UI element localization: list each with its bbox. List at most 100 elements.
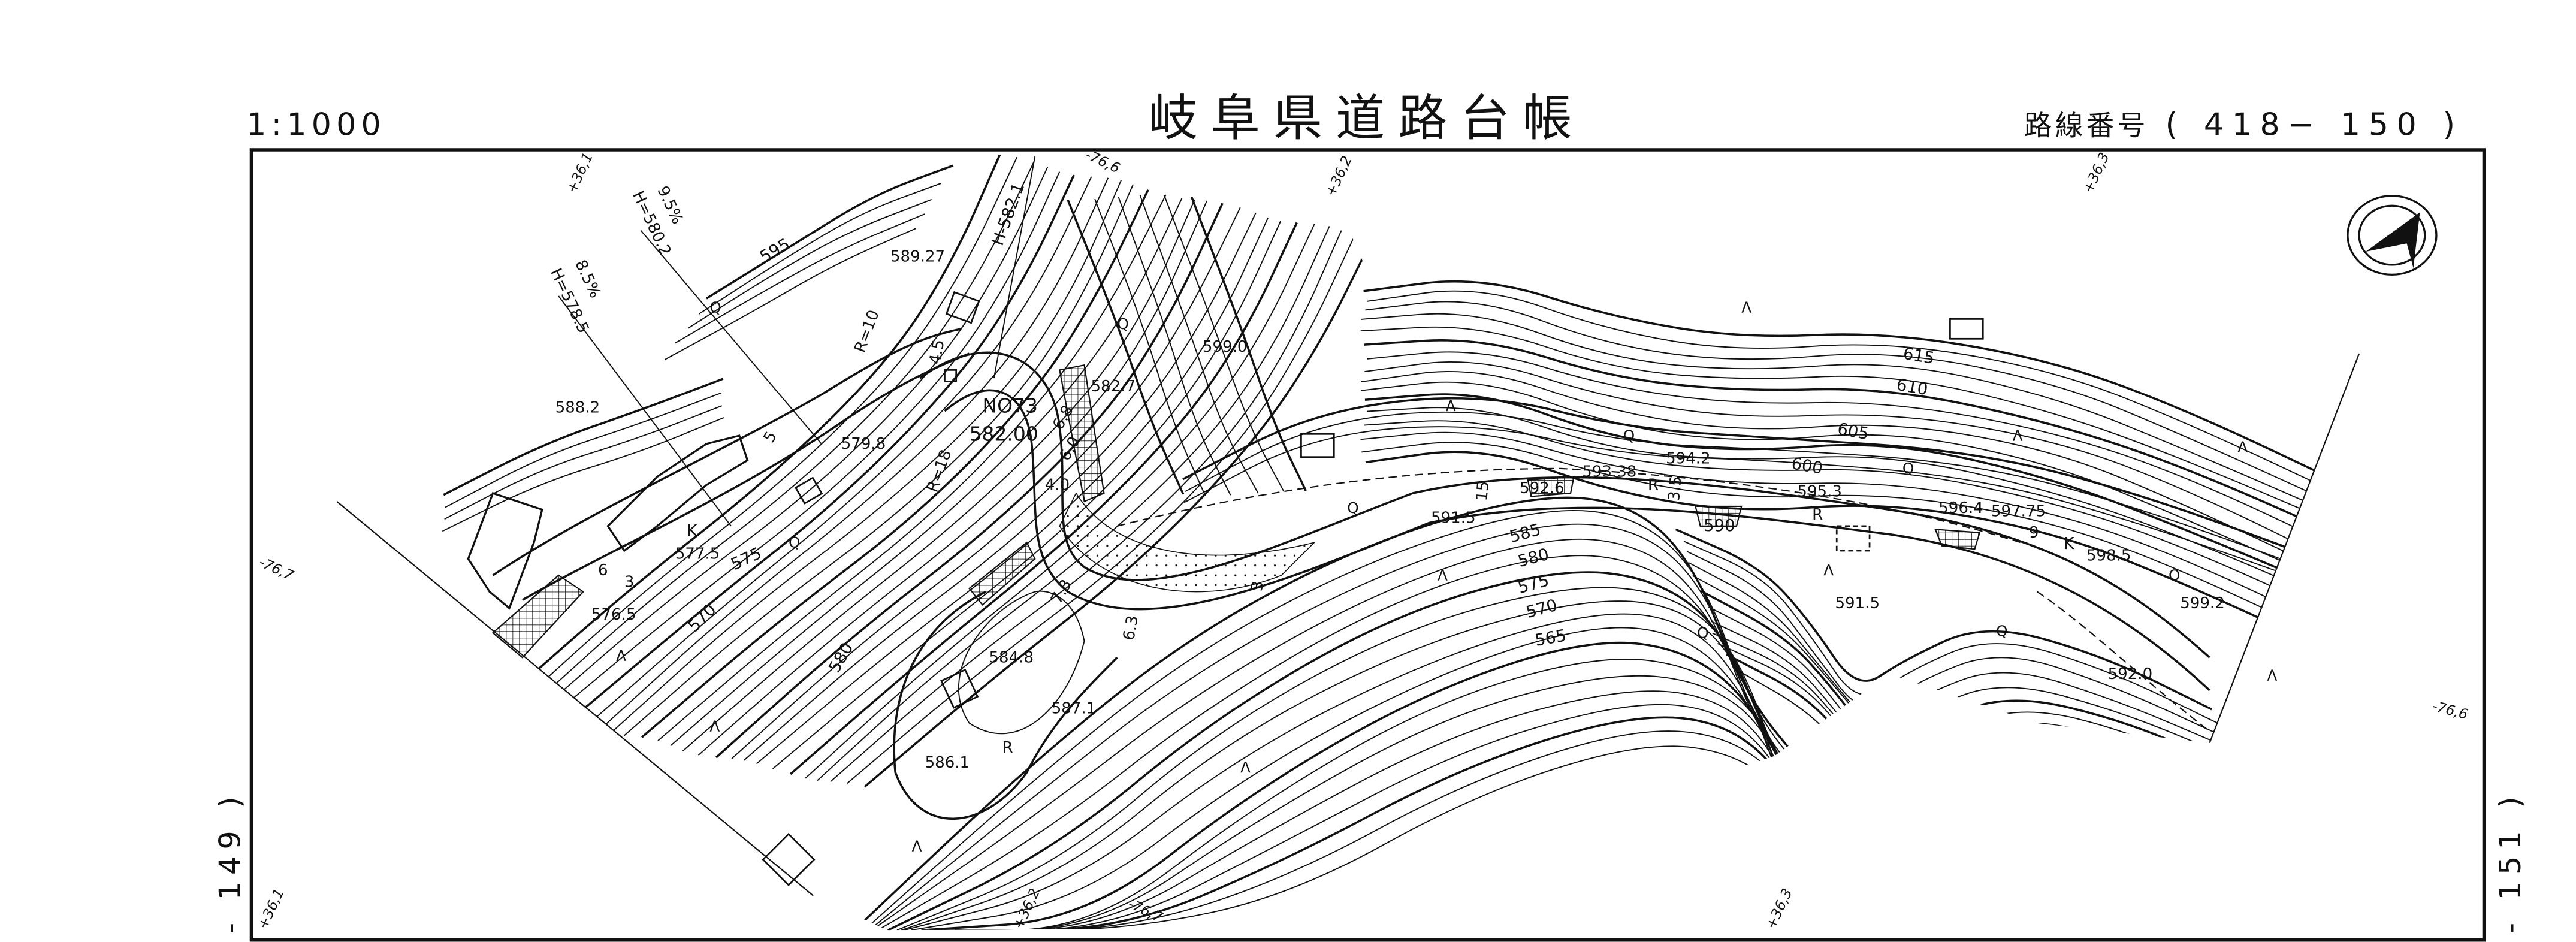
loop-island — [958, 590, 1085, 735]
svg-text:R=18: R=18 — [923, 448, 955, 495]
contour-line — [444, 405, 722, 520]
spot-elevation: 592.6 — [1520, 479, 1565, 497]
contour-line — [1364, 361, 2360, 577]
contour-line — [687, 198, 932, 329]
spot-elevation: 592.0 — [2108, 665, 2153, 683]
svg-text:-76,6: -76,6 — [2430, 698, 2469, 723]
spot-elevation: 594.2 — [1666, 450, 1711, 468]
contour-line — [743, 212, 1257, 761]
retaining-wall — [1059, 364, 1105, 503]
contour-line — [1364, 339, 2360, 550]
spot-elevation: 589.27 — [890, 247, 945, 265]
contour-line — [670, 198, 1183, 747]
building-complex — [606, 434, 749, 552]
building-dashed — [1835, 525, 1871, 552]
contour-line — [657, 194, 1167, 741]
wasteland-symbol-icon: Λ — [616, 647, 626, 665]
wasteland-symbol-icon: Λ — [1438, 566, 1448, 584]
contour-line — [1182, 397, 2360, 579]
contour-line — [492, 154, 1001, 710]
contour-line — [566, 174, 1075, 724]
svg-text:R=10: R=10 — [851, 307, 883, 355]
contour-line — [901, 600, 1851, 931]
contour-line — [868, 523, 1818, 931]
station-elevation: 582.00 — [970, 422, 1038, 445]
road-type-label: K — [2064, 535, 2075, 553]
grade-annotation: R=18 — [923, 448, 955, 495]
road-width: 4.5 — [926, 338, 949, 366]
road-width: 15 — [1473, 481, 1493, 502]
grid-tick: +36,2 — [1010, 886, 1043, 932]
contour-line — [929, 659, 1879, 931]
contour-line — [682, 199, 1195, 752]
contour-label: 575 — [728, 544, 765, 574]
svg-text:-76,7: -76,7 — [256, 554, 296, 584]
spot-elevation: 599.0 — [1203, 338, 1248, 356]
road-switchback — [944, 389, 2210, 692]
right-boundary-line — [2209, 353, 2360, 744]
road-dashed-edge — [2037, 591, 2210, 732]
grade-annotation: R=10 — [851, 307, 883, 355]
contour-line — [955, 716, 1908, 931]
road-surface-label: R — [1002, 739, 1013, 757]
grid-tick: +36,1 — [255, 886, 288, 932]
contour-line — [1361, 442, 2360, 657]
road-edge — [492, 328, 962, 576]
retaining-wall — [968, 541, 1036, 606]
contour-line — [584, 176, 1092, 729]
broadleaf-symbol-icon: Q — [709, 298, 721, 316]
road-width: 9 — [2029, 524, 2039, 542]
contour-line — [1360, 326, 2360, 537]
contour-line — [509, 156, 1018, 712]
retaining-wall — [1934, 529, 1981, 550]
contour-line — [863, 509, 1815, 931]
spot-elevation: 587.1 — [1052, 699, 1097, 717]
spot-elevation: 579.8 — [841, 435, 886, 453]
wasteland-symbol-icon: Λ — [2267, 667, 2278, 684]
contour-line — [1360, 370, 2360, 589]
building — [945, 291, 980, 324]
road-edge — [521, 352, 970, 601]
contour-line — [1365, 451, 2360, 670]
contour-line — [1712, 632, 2246, 816]
spot-elevation: 596.4 — [1938, 499, 1983, 517]
contour-line — [1183, 426, 2360, 603]
contour-label: 600 — [1790, 454, 1824, 478]
contour-line — [1363, 280, 2360, 497]
route-number-value: ( 418− 150 ) — [2166, 107, 2463, 143]
contour-line — [789, 222, 1298, 775]
contour-line — [756, 218, 1269, 765]
wasteland-symbol-icon: Λ — [1823, 561, 1834, 579]
contour-line — [445, 392, 722, 508]
contour-line — [623, 184, 1134, 736]
contour-line — [1726, 653, 2263, 838]
spot-elevation: 586.1 — [925, 754, 970, 772]
contour-line — [1701, 590, 2237, 771]
contour-line — [675, 213, 925, 344]
contour-line — [1687, 551, 2219, 735]
grid-tick: -76,6 — [2430, 698, 2469, 723]
spot-elevation: 576.5 — [591, 606, 636, 624]
left-boundary-line — [336, 500, 814, 896]
broadleaf-symbol-icon: Q — [2169, 566, 2180, 584]
contour-line — [535, 166, 1049, 715]
map-frame — [249, 148, 2486, 942]
contour-label: 590 — [1704, 517, 1735, 535]
building-complex — [467, 491, 543, 610]
road-width: 4.0 — [1045, 476, 1070, 494]
svg-text:+36,3: +36,3 — [2080, 150, 2113, 195]
contour-line — [1732, 667, 2266, 849]
contour-line — [1366, 290, 2360, 509]
grid-tick: +36,2 — [1322, 153, 1355, 199]
svg-text:H-582.1: H-582.1 — [989, 180, 1028, 248]
buildings — [467, 291, 1984, 887]
route-number-label: 路線番号 — [2024, 109, 2149, 141]
spot-elevation: 599.2 — [2180, 594, 2225, 612]
contour-line — [665, 228, 916, 360]
contour-label: 615 — [1902, 345, 1936, 369]
contour-line — [871, 538, 1826, 931]
grade-annotation: H-582.1 — [989, 180, 1028, 248]
contour-line — [1365, 301, 2360, 518]
spot-elevations: 589.27 588.2 579.8 582.7 599.0 594.2 593… — [555, 247, 2225, 771]
